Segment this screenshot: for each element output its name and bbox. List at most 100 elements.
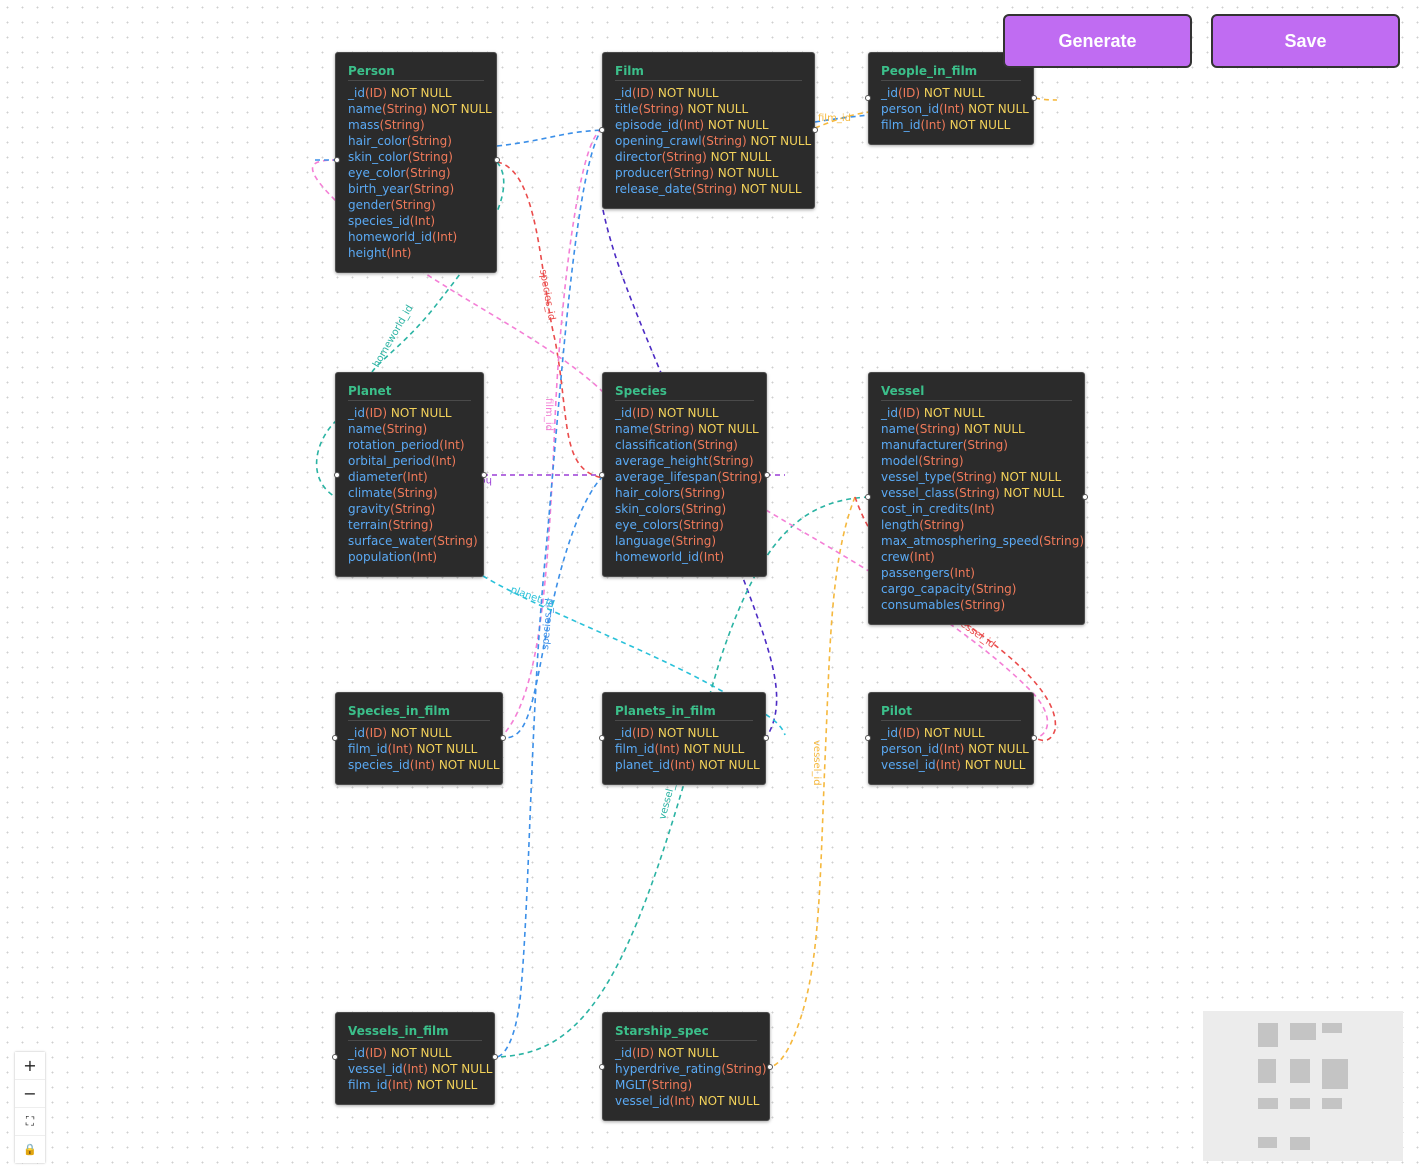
field-row: release_date(String) NOT NULL (615, 181, 802, 197)
field-row: consumables(String) (881, 597, 1072, 613)
handle[interactable] (812, 127, 818, 133)
field-row: _id(ID) NOT NULL (615, 85, 802, 101)
field-row: vessel_class(String) NOT NULL (881, 485, 1072, 501)
field-type: (String) (954, 486, 1000, 500)
zoom-out-button[interactable]: − (15, 1080, 45, 1108)
handle[interactable] (767, 1064, 773, 1070)
field-row: hyperdrive_rating(String) (615, 1061, 767, 1077)
minimap-node (1290, 1098, 1310, 1109)
field-row: person_id(Int) NOT NULL (881, 101, 1029, 117)
field-row: vessel_id(Int) NOT NULL (348, 1061, 492, 1077)
handle[interactable] (334, 157, 340, 163)
handle[interactable] (334, 472, 340, 478)
field-name: _id (615, 726, 632, 740)
field-constraint: NOT NULL (920, 86, 985, 100)
generate-button[interactable]: Generate (1003, 14, 1192, 68)
lock-icon[interactable]: 🔒 (23, 1143, 37, 1156)
handle[interactable] (865, 735, 871, 741)
handle[interactable] (865, 494, 871, 500)
handle[interactable] (494, 157, 500, 163)
minimap-node (1258, 1023, 1278, 1047)
minimap-node (1290, 1059, 1310, 1083)
edge-film-people (814, 111, 870, 129)
field-type: (String) (670, 534, 717, 548)
handle[interactable] (599, 127, 605, 133)
handle[interactable] (763, 735, 769, 741)
handle[interactable] (481, 472, 487, 478)
handle[interactable] (332, 735, 338, 741)
handle[interactable] (599, 735, 605, 741)
field-row: gravity(String) (348, 501, 471, 517)
field-type: (String) (406, 134, 452, 148)
handle[interactable] (865, 95, 871, 101)
handle[interactable] (599, 1064, 605, 1070)
minimap-node (1258, 1137, 1277, 1148)
handle[interactable] (1031, 735, 1037, 741)
field-type: (Int) (654, 742, 680, 756)
edge-film-vessels (496, 127, 604, 1058)
field-name: _id (615, 1046, 632, 1060)
field-name: film_id (348, 1078, 388, 1092)
table-title: Starship_spec (615, 1023, 757, 1041)
field-row: average_lifespan(String) (615, 469, 762, 485)
field-row: terrain(String) (348, 517, 471, 533)
field-constraint: NOT NULL (679, 742, 745, 756)
field-name: name (615, 422, 650, 436)
handle[interactable] (492, 1054, 498, 1060)
handle[interactable] (332, 1054, 338, 1060)
field-constraint: NOT NULL (737, 182, 802, 196)
zoom-in-button[interactable]: + (15, 1052, 45, 1080)
field-name: height (348, 246, 387, 260)
field-type: (Int) (669, 758, 696, 772)
handle[interactable] (599, 472, 605, 478)
field-type: (ID) (631, 1046, 655, 1060)
field-type: (String) (661, 150, 707, 164)
field-constraint: NOT NULL (387, 86, 452, 100)
field-name: _id (615, 406, 632, 420)
field-type: (Int) (387, 742, 413, 756)
field-type: (Int) (432, 230, 458, 244)
field-row: _id(ID) NOT NULL (615, 405, 754, 421)
field-row: skin_color(String) (348, 149, 484, 165)
field-constraint: NOT NULL (694, 1094, 760, 1108)
field-row: person_id(Int) NOT NULL (881, 741, 1029, 757)
field-row: producer(String) NOT NULL (615, 165, 802, 181)
minimap[interactable] (1203, 1011, 1403, 1161)
minimap-node (1322, 1023, 1342, 1033)
edge-label-person-species: species_id (537, 269, 557, 322)
field-type: (String) (408, 182, 455, 196)
table-title: Vessels_in_film (348, 1023, 482, 1041)
field-name: opening_crawl (615, 134, 702, 148)
field-row: vessel_id(Int) NOT NULL (615, 1093, 760, 1109)
field-name: gravity (348, 502, 391, 516)
field-name: population (348, 550, 412, 564)
field-name: hair_colors (615, 486, 681, 500)
edge-person-film (496, 129, 604, 147)
save-button[interactable]: Save (1211, 14, 1400, 68)
handle[interactable] (500, 735, 506, 741)
fit-view-icon[interactable]: ⛶ (15, 1108, 45, 1136)
handle[interactable] (764, 472, 770, 478)
field-name: species_id (348, 214, 410, 228)
field-type: (String) (668, 166, 714, 180)
field-type: (Int) (939, 742, 965, 756)
field-name: birth_year (348, 182, 409, 196)
field-type: (Int) (411, 550, 438, 564)
handle[interactable] (1082, 494, 1088, 500)
field-row: _id(ID) NOT NULL (615, 1045, 757, 1061)
table-title: People_in_film (881, 63, 1021, 81)
handle[interactable] (1031, 95, 1037, 101)
